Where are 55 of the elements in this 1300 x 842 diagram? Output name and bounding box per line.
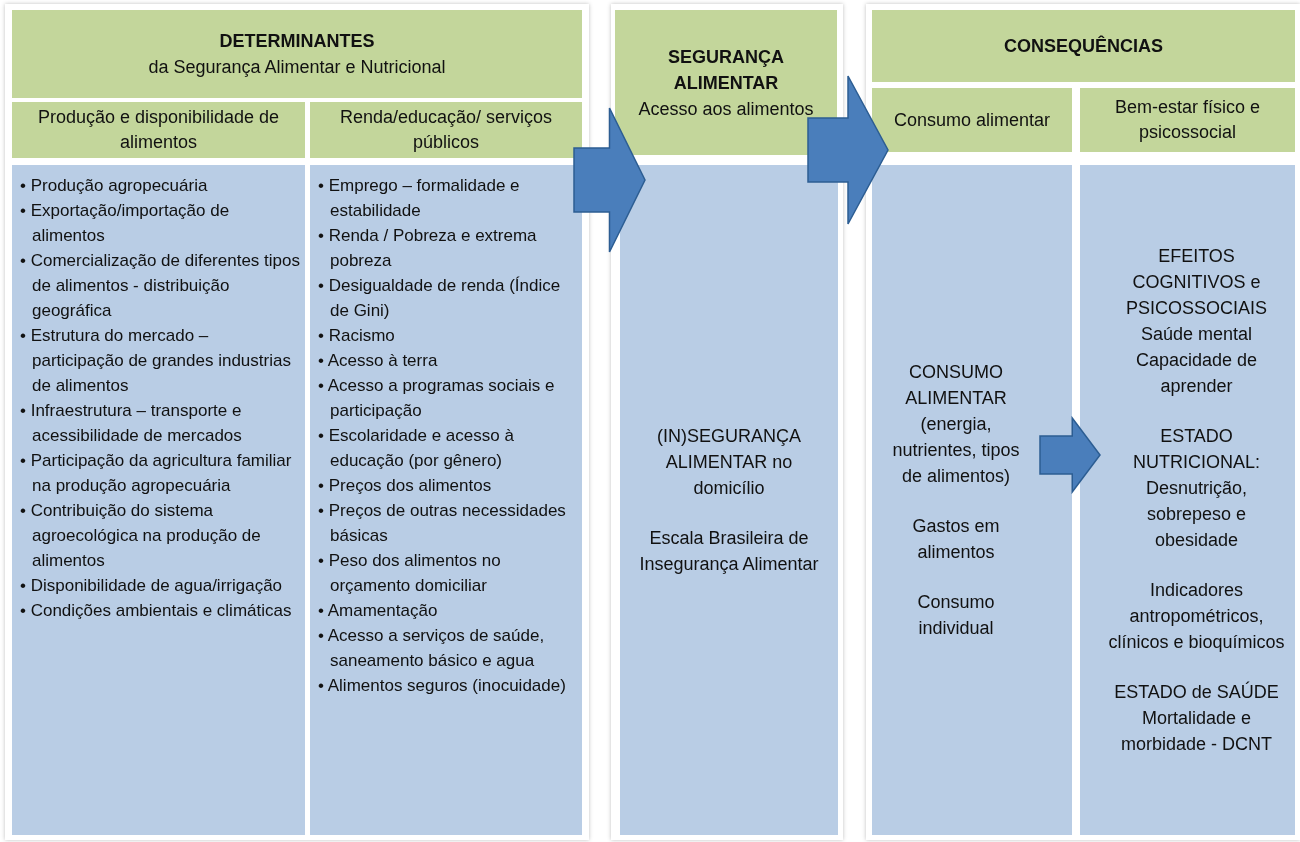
header-title: DETERMINANTES: [219, 30, 375, 53]
body-text: ESTADO de SAÚDE Mortalidade e morbidade - DCNT: [1113, 680, 1280, 756]
column-heading-panel: [12, 102, 305, 158]
list-item: • Alimentos seguros (inocuidade): [318, 675, 567, 697]
list-item: • Emprego – formalidade e estabilidade: [318, 175, 521, 222]
header-panel: [615, 10, 837, 155]
body-text: Gastos em alimentos: [911, 515, 1001, 564]
body-text: Consumo individual: [916, 591, 996, 640]
block-arrow: [1039, 415, 1101, 495]
list-item: • Racismo: [318, 325, 396, 347]
column-heading: Renda/educação/ serviços públicos: [338, 106, 554, 154]
column-heading-panel: [872, 88, 1072, 152]
list-item: • Peso dos alimentos no orçamento domiciliar: [318, 550, 502, 597]
text-panel: [620, 165, 838, 835]
text-panel: [1080, 165, 1295, 835]
list-item: • Acesso à terra: [318, 350, 439, 372]
header-panel: [12, 10, 582, 98]
list-item: • Comercialização de diferentes tipos de alimentos - distribuição geográfica: [20, 250, 301, 322]
list-item: • Infraestrutura – transporte e acessibilidade de mercados: [20, 400, 243, 447]
list-item: • Escolaridade e acesso à educação (por gênero): [318, 425, 515, 472]
body-text: Escala Brasileira de Insegurança Alimentar: [638, 527, 820, 576]
block-arrow: [807, 75, 889, 225]
column-heading-panel: [1080, 88, 1295, 152]
body-text: EFEITOS COGNITIVOS e PSICOSSOCIAIS Saúde mental Capacidade de aprender: [1124, 245, 1268, 398]
column-heading: Consumo alimentar: [893, 108, 1051, 132]
list-item: • Estrutura do mercado – participação de grandes industrias de alimentos: [20, 325, 292, 397]
header-title: CONSEQUÊNCIAS: [1004, 34, 1163, 58]
list-item: • Amamentação: [318, 600, 439, 622]
list-item: • Acesso a serviços de saúde, saneamento básico e agua: [318, 625, 546, 672]
body-text: CONSUMO ALIMENTAR (energia, nutrientes, tipos de alimentos): [891, 361, 1021, 488]
list-item: • Participação da agricultura familiar na produção agropecuária: [20, 450, 293, 497]
list-item: • Disponibilidade de agua/irrigação: [20, 575, 284, 597]
list-item: • Renda / Pobreza e extrema pobreza: [318, 225, 538, 272]
list-item: • Condições ambientais e climáticas: [20, 600, 293, 622]
list-item: • Acesso a programas sociais e participação: [318, 375, 556, 422]
column-heading-panel: [310, 102, 582, 158]
column-heading: Bem-estar físico e psicossocial: [1113, 96, 1261, 144]
header-title: SEGURANÇA ALIMENTAR: [667, 45, 785, 95]
header-subtitle: da Segurança Alimentar e Nutricional: [148, 56, 446, 79]
column-heading: Produção e disponibilidade de alimentos: [36, 106, 281, 154]
list-item: • Desigualdade de renda (Índice de Gini): [318, 275, 562, 322]
list-item: • Preços de outras necessidades básicas: [318, 500, 567, 547]
list-item: • Preços dos alimentos: [318, 475, 493, 497]
header-panel: [872, 10, 1295, 82]
list-item: • Produção agropecuária: [20, 175, 209, 197]
block-arrow: [573, 107, 646, 253]
list-panel: [310, 165, 582, 835]
body-text: (IN)SEGURANÇA ALIMENTAR no domicílio: [656, 425, 802, 500]
text-panel: [872, 165, 1072, 835]
body-text: Indicadores antropométricos, clínicos e bioquímicos: [1107, 579, 1286, 654]
header-subtitle: Acesso aos alimentos: [638, 97, 814, 121]
list-item: • Exportação/importação de alimentos: [20, 200, 231, 247]
list-panel: [12, 165, 305, 835]
body-text: ESTADO NUTRICIONAL: Desnutrição, sobrepeso e obesidade: [1132, 425, 1261, 552]
list-item: • Contribuição do sistema agroecológica na produção de alimentos: [20, 500, 262, 572]
